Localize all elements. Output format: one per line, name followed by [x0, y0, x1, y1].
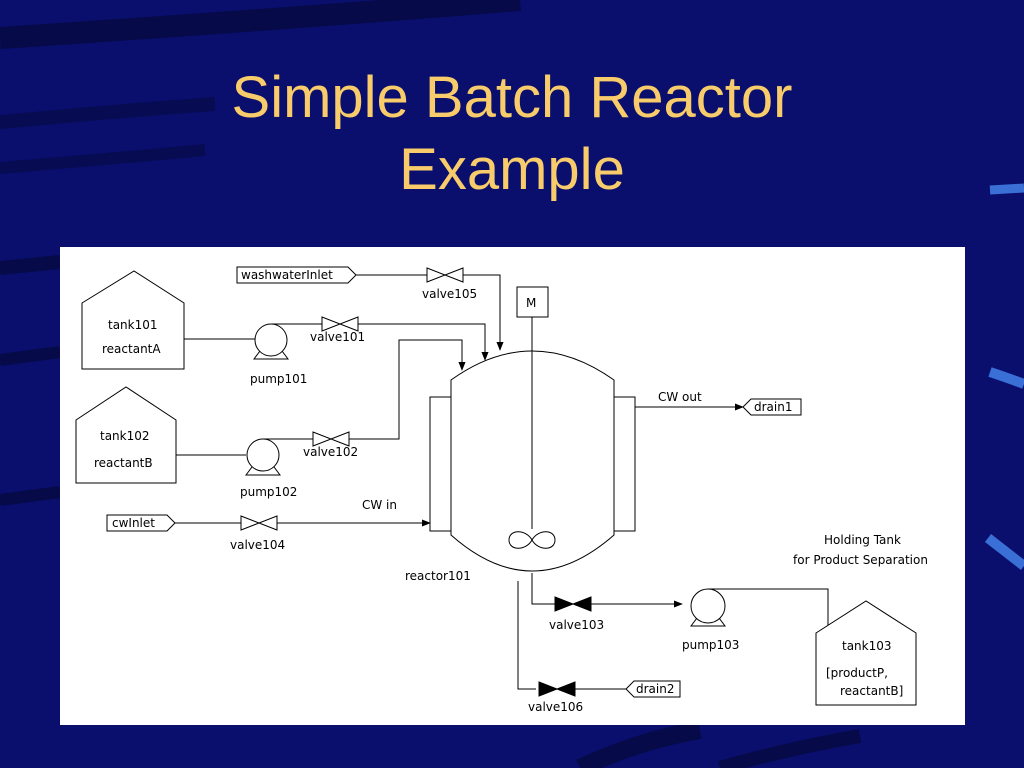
valve101-to-reactor-line [300, 323, 489, 361]
cw-inlet-tag: cwInlet [106, 514, 176, 532]
pump102-icon [245, 438, 300, 476]
reactor-jacket-left [429, 396, 452, 532]
pump101-icon [253, 323, 300, 360]
valve101-icon [321, 316, 359, 332]
tank103-content-line-2: reactantB] [840, 684, 903, 698]
valve106-icon [538, 681, 576, 697]
reactor-to-pump103-line [531, 573, 683, 608]
tank103-icon [815, 600, 917, 706]
valve103-label: valve103 [549, 618, 604, 632]
drain2-label: drain2 [636, 682, 674, 696]
reactor-to-valve106-line [517, 581, 536, 690]
holding-tank-line-1: Holding Tank [824, 533, 901, 547]
tank101-content: reactantA [102, 342, 161, 356]
valve104-label: valve104 [230, 538, 285, 552]
title-line-2: Example [399, 137, 625, 202]
cw-in-label: CW in [362, 498, 397, 512]
holding-tank-line-2: for Product Separation [793, 553, 928, 567]
tank102-icon [75, 386, 177, 484]
valve104-icon [240, 515, 278, 531]
valve106-label: valve106 [528, 700, 583, 714]
agitator-impeller-icon [508, 531, 556, 549]
valve103-icon [554, 596, 592, 612]
decor-stripe [989, 183, 1024, 195]
cw-inlet-label: cwInlet [112, 516, 155, 530]
valve105-label: valve105 [422, 287, 477, 301]
valve102-icon [312, 431, 350, 447]
drain1-tag: drain1 [742, 398, 802, 416]
decor-stripe [984, 534, 1024, 570]
valve105-icon [426, 267, 464, 283]
process-diagram: washwaterInlet valve105 M reactor101 tan… [75, 266, 928, 714]
tank101-name: tank101 [108, 318, 158, 332]
tank102-name: tank102 [100, 429, 150, 443]
drain1-label: drain1 [754, 400, 792, 414]
decor-stripe [988, 367, 1024, 389]
washwater-line [356, 274, 504, 351]
cw-out-label: CW out [658, 390, 702, 404]
slide-title: Simple Batch Reactor Example [0, 62, 1024, 206]
reactor-body [450, 350, 615, 572]
reactor-jacket-right [613, 396, 636, 532]
pump102-label: pump102 [240, 485, 297, 499]
tank103-content-line-1: [productP, [826, 666, 888, 680]
pump103-icon [690, 588, 829, 627]
title-line-1: Simple Batch Reactor [231, 65, 793, 130]
drain2-tag: drain2 [625, 680, 681, 698]
valve102-to-reactor-line [300, 339, 466, 440]
washwater-inlet-label: washwaterInlet [241, 268, 333, 282]
reactor101-vessel [429, 350, 636, 572]
tank102-content: reactantB [94, 456, 153, 470]
pump103-label: pump103 [682, 638, 739, 652]
tank103-name: tank103 [842, 639, 892, 653]
pump101-label: pump101 [250, 372, 307, 386]
washwater-inlet-tag: washwaterInlet [236, 266, 357, 284]
valve102-label: valve102 [303, 445, 358, 459]
motor-label: M [526, 296, 536, 310]
motor-icon: M [516, 286, 549, 318]
valve101-label: valve101 [310, 330, 365, 344]
diagram-panel: washwaterInlet valve105 M reactor101 tan… [60, 247, 965, 725]
reactor101-label: reactor101 [405, 569, 471, 583]
tank101-icon [81, 270, 185, 370]
